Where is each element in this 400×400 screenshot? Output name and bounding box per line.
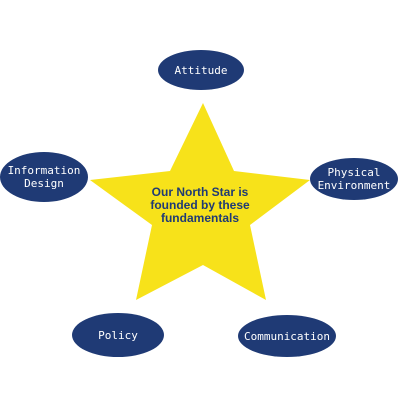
node-attitude: Attitude xyxy=(158,50,244,90)
north-star-text: Our North Star is founded by these funda… xyxy=(150,185,250,225)
node-policy: Policy xyxy=(72,313,164,357)
node-attitude-label: Attitude xyxy=(174,63,228,77)
node-information-design: Information Design xyxy=(0,152,88,202)
node-communication-label: Communication xyxy=(243,329,331,343)
node-information-design-label: Information Design xyxy=(7,164,81,190)
north-star-shape xyxy=(90,103,310,300)
node-communication: Communication xyxy=(238,315,336,357)
node-policy-label: Policy xyxy=(98,328,138,342)
node-physical-environment: Physical Environment xyxy=(310,158,398,200)
node-physical-environment-label: Physical Environment xyxy=(317,166,391,192)
